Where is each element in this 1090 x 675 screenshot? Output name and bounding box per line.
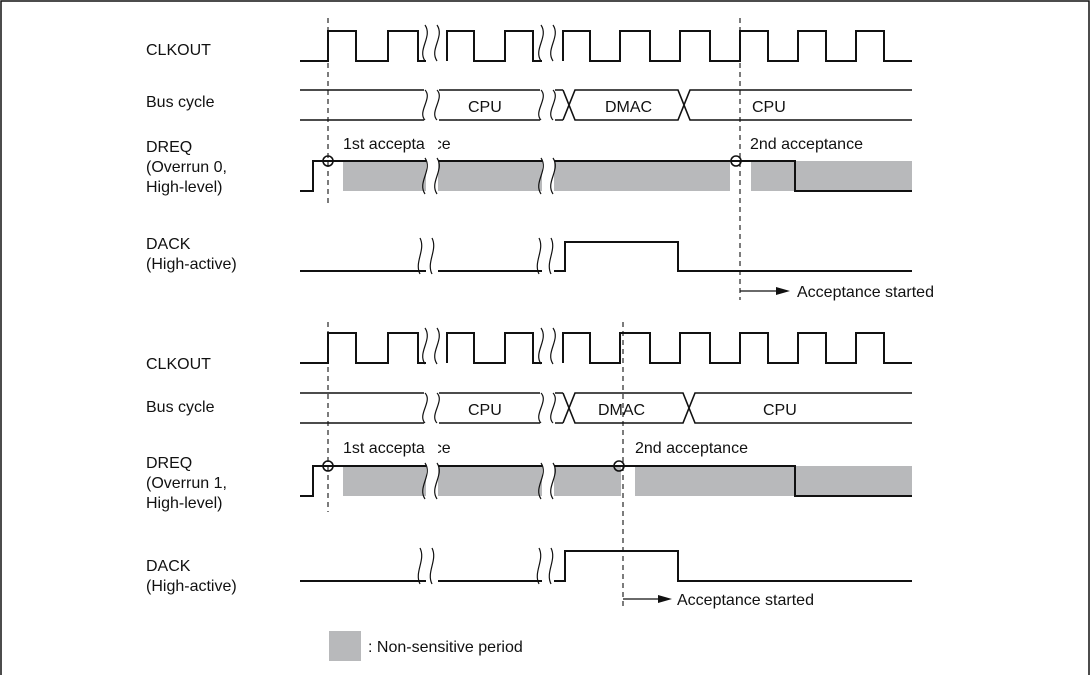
- bottom-acceptance-started-label: Acceptance started: [677, 592, 814, 609]
- break-marks: [417, 24, 556, 585]
- bottom-dreq-label-line2: (Overrun 1,: [146, 475, 227, 492]
- top-bus-dmac: DMAC: [605, 99, 652, 116]
- top-bus-cpu1: CPU: [468, 99, 502, 116]
- bottom-first-acceptance-label: 1st acceptance: [343, 440, 451, 457]
- top-dreq-label-line2: (Overrun 0,: [146, 159, 227, 176]
- bottom-clkout-waveform: [300, 332, 912, 364]
- bottom-break-2: [536, 327, 556, 585]
- top-dreq-label-line3: High-level): [146, 179, 222, 196]
- top-nonsensitive-period-1: [343, 161, 730, 191]
- top-acceptance-started-label: Acceptance started: [797, 284, 934, 301]
- legend: : Non-sensitive period: [329, 631, 523, 661]
- bottom-bus-cpu2: CPU: [763, 402, 797, 419]
- bottom-bus-cycle-label: Bus cycle: [146, 399, 215, 416]
- top-break-1: [417, 24, 440, 275]
- bottom-dreq-label-line3: High-level): [146, 495, 222, 512]
- top-acceptance-arrow-head: [776, 287, 790, 295]
- top-clkout-waveform: [300, 30, 912, 62]
- bottom-dack-label-line2: (High-active): [146, 578, 237, 595]
- top-bus-cycle-label: Bus cycle: [146, 94, 215, 111]
- bottom-dack-waveform: [300, 550, 912, 582]
- top-second-acceptance-label: 2nd acceptance: [750, 136, 863, 153]
- top-dack-label-line2: (High-active): [146, 256, 237, 273]
- top-break-2: [536, 24, 556, 275]
- top-dack-waveform: [300, 241, 912, 272]
- bottom-dreq-label-line1: DREQ: [146, 455, 192, 472]
- top-nonsensitive-period-2: [751, 161, 912, 191]
- bottom-second-acceptance-label: 2nd acceptance: [635, 440, 748, 457]
- legend-text: : Non-sensitive period: [368, 639, 523, 656]
- bottom-bus-dmac: DMAC: [598, 402, 645, 419]
- legend-swatch: [329, 631, 361, 661]
- top-clkout-label: CLKOUT: [146, 42, 211, 59]
- bottom-dack-label-line1: DACK: [146, 558, 191, 575]
- bottom-nonsensitive-period-1: [343, 466, 621, 496]
- top-diagram: CLKOUT Bus cycle DREQ (Overrun 0, High-l…: [146, 18, 934, 301]
- top-bus-cycle-waveform: [300, 89, 912, 121]
- bottom-bus-cpu1: CPU: [468, 402, 502, 419]
- top-dack-label-line1: DACK: [146, 236, 191, 253]
- top-bus-cpu2: CPU: [752, 99, 786, 116]
- bottom-diagram: CLKOUT Bus cycle DREQ (Overrun 1, High-l…: [146, 322, 912, 610]
- bottom-break-1: [417, 327, 440, 585]
- top-first-acceptance-label: 1st acceptance: [343, 136, 451, 153]
- top-dreq-label-line1: DREQ: [146, 139, 192, 156]
- bottom-clkout-label: CLKOUT: [146, 356, 211, 373]
- bottom-nonsensitive-period-2: [635, 466, 912, 496]
- bottom-bus-cycle-waveform: [300, 392, 912, 424]
- bottom-acceptance-arrow-head: [658, 595, 672, 603]
- top-second-acceptance-marker: [730, 155, 742, 167]
- bottom-second-acceptance-marker: [613, 460, 625, 472]
